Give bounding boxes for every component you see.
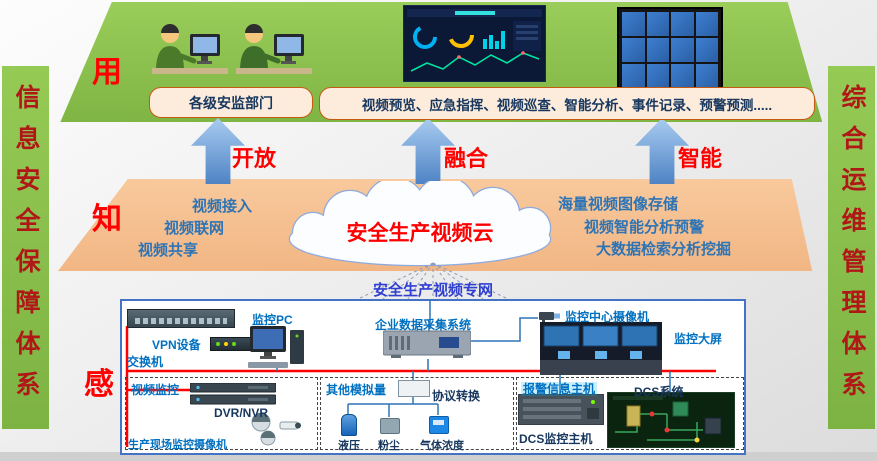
gas-sensor-icon	[429, 416, 449, 434]
site-cameras-label: 生产现场监控摄像机	[128, 439, 227, 451]
video-wall-image	[617, 7, 723, 93]
cloud-shape	[288, 181, 552, 267]
dcs-host-label: DCS监控主机	[519, 432, 593, 446]
control-room-image	[540, 322, 662, 375]
big-screen-label: 监控大屏	[674, 332, 723, 346]
arrow-caption-smart: 智能	[678, 146, 723, 171]
pc-label: 监控PC	[252, 313, 293, 327]
dust-sensor-label: 粉尘	[378, 440, 400, 452]
network-label: 安全生产视频专网	[372, 282, 493, 299]
cloud-right-item-storage: 海量视频图像存储	[558, 196, 679, 213]
gas-sensor-label: 气体浓度	[420, 440, 464, 452]
functions-box-label: 视频预览、应急指挥、视频巡查、智能分析、事件记录、预警预测.....	[361, 97, 773, 113]
dcs-group-box	[516, 377, 744, 450]
analog-group-title: 其他模拟量	[326, 383, 387, 397]
switch-label: 交换机	[127, 355, 164, 369]
alarm-host-label-text: 报警信息主机	[521, 382, 598, 396]
center-camera-label: 监控中心摄像机	[565, 310, 650, 324]
vpn-label: VPN设备	[152, 338, 201, 352]
arrow-caption-open: 开放	[232, 146, 277, 171]
dvr-nvr-image	[190, 383, 276, 405]
daq-label: 企业数据采集系统	[375, 318, 472, 332]
dashboard-screenshot	[403, 5, 546, 82]
site-cameras-image	[251, 412, 301, 446]
arrow-caption-fusion: 融合	[444, 146, 489, 171]
cloud-left-item-network: 视频联网	[164, 220, 225, 237]
cloud-left-item-access: 视频接入	[192, 198, 253, 215]
dept-box-label: 各级安监部门	[189, 94, 273, 111]
center-camera-icon	[539, 312, 560, 323]
sidebar-left-label: 信息安全保障体系	[12, 83, 40, 412]
dust-sensor-icon	[380, 418, 400, 434]
hydraulic-sensor-label: 液压	[338, 440, 360, 452]
cloud-right-item-bigdata: 大数据检索分析挖掘	[596, 241, 732, 258]
bottom-strip	[0, 452, 877, 461]
dcs-system-label: DCS系统	[634, 385, 684, 399]
cloud-right-item-analysis: 视频智能分析预警	[584, 219, 705, 236]
dcs-screen-image	[607, 392, 735, 448]
functions-box: 视频预览、应急指挥、视频巡查、智能分析、事件记录、预警预测.....	[319, 87, 815, 120]
monitoring-pc-image	[248, 326, 304, 368]
layer-label-sense: 感	[84, 368, 114, 401]
protocol-converter-image	[398, 380, 430, 397]
network-switch-image	[127, 309, 235, 328]
hydraulic-sensor-icon	[341, 414, 357, 436]
operators-illustration	[152, 24, 312, 74]
cloud-left-item-share: 视频共享	[138, 242, 199, 259]
layer-label-know: 知	[92, 203, 122, 236]
alarm-server-image	[518, 394, 604, 425]
sidebar-right-label: 综合运维管理体系	[838, 83, 866, 412]
cloud-title: 安全生产视频云	[346, 222, 494, 245]
layer-label-use: 用	[92, 56, 122, 89]
sidebar-ops-management: 综合运维管理体系	[828, 66, 875, 429]
dvr-nvr-label: DVR/NVR	[214, 406, 269, 420]
video-group-box	[125, 377, 318, 450]
protocol-converter-label: 协议转换	[432, 389, 481, 403]
alarm-host-label: 报警信息主机	[521, 380, 598, 397]
dept-box: 各级安监部门	[149, 87, 313, 118]
analog-group-box	[320, 377, 514, 450]
sidebar-info-security: 信息安全保障体系	[2, 66, 49, 429]
daq-server-image	[383, 330, 471, 358]
video-group-title: 视频监控	[131, 383, 180, 397]
